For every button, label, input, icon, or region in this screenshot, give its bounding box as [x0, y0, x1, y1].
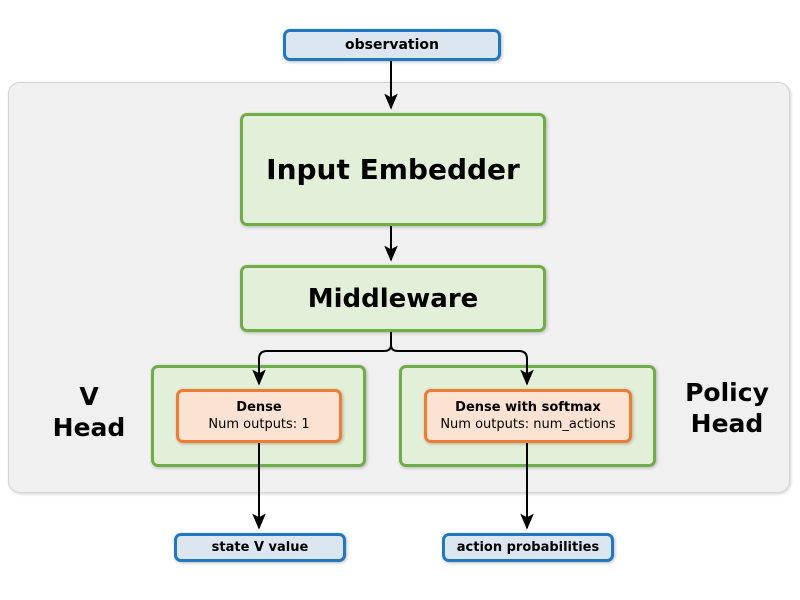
dense-layer-subtitle: Num outputs: 1	[208, 417, 310, 432]
input-embedder-label: Input Embedder	[266, 153, 520, 186]
dense-layer-node[interactable]: Dense Num outputs: 1	[176, 389, 342, 443]
action-probabilities-label: action probabilities	[456, 540, 600, 555]
middleware-label: Middleware	[307, 283, 479, 314]
observation-label: observation	[344, 37, 440, 53]
middleware-node[interactable]: Middleware	[240, 265, 546, 332]
dense-softmax-layer-title: Dense with softmax	[455, 399, 601, 415]
state-v-value-label: state V value	[211, 540, 309, 555]
dense-layer-title: Dense	[236, 399, 282, 415]
v-head-label: V Head	[52, 382, 126, 442]
dense-softmax-layer-node[interactable]: Dense with softmax Num outputs: num_acti…	[424, 389, 632, 443]
state-v-value-node[interactable]: state V value	[174, 533, 346, 562]
dense-softmax-layer-subtitle: Num outputs: num_actions	[440, 417, 616, 432]
policy-head-label: Policy Head	[685, 378, 769, 438]
observation-node[interactable]: observation	[283, 29, 501, 61]
action-probabilities-node[interactable]: action probabilities	[442, 533, 614, 562]
input-embedder-node[interactable]: Input Embedder	[240, 113, 546, 226]
